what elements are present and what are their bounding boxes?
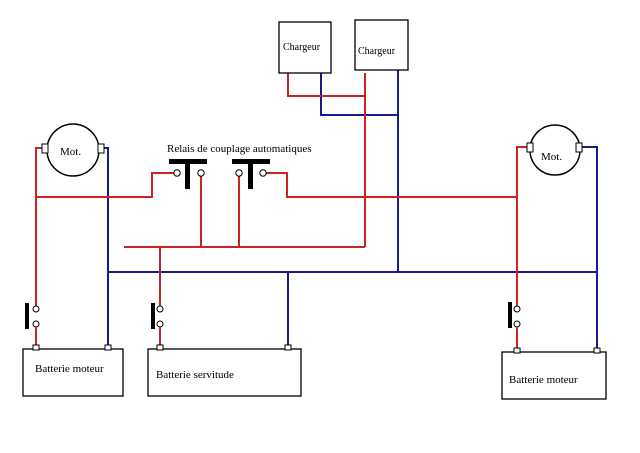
motor-icon [529, 124, 581, 176]
negative-wires [100, 70, 598, 350]
charger-2-label: Chargeur [358, 46, 396, 57]
battery-switch-icon [25, 303, 40, 347]
positive-left-motor [35, 147, 46, 306]
positive-charger-1 [287, 73, 365, 97]
relay-1 [169, 159, 207, 189]
relay-label-group: Relais de couplage automatiques [167, 143, 311, 155]
battery-right: Batterie moteur [501, 347, 607, 400]
battery-switch-icon [508, 302, 521, 350]
battery-right-label: Batterie moteur [509, 374, 578, 386]
relay-label: Relais de couplage automatiques [167, 143, 311, 155]
motor-right-label: Mot. [541, 151, 562, 163]
negative-left-motor [100, 147, 109, 347]
positive-relay-to-right [263, 172, 517, 198]
charger-2: Chargeur [354, 19, 409, 71]
battery-switch-left [25, 303, 40, 347]
battery-switch-right [508, 302, 521, 350]
charger-1-label: Chargeur [283, 42, 321, 53]
motor-left-label: Mot. [60, 146, 81, 158]
motor-left: Mot. [41, 123, 105, 177]
battery-left-label: Batterie moteur [35, 363, 104, 375]
relay-switch-icon [169, 159, 207, 189]
relay-switch-icon [232, 159, 270, 189]
battery-middle-label: Batterie servitude [156, 369, 234, 381]
negative-right-motor [578, 146, 598, 350]
battery-left: Batterie moteur [22, 344, 124, 397]
negative-charger-1 [320, 73, 398, 116]
motor-right: Mot. [526, 124, 583, 176]
charger-1: Chargeur [278, 21, 332, 74]
relay-2 [232, 159, 270, 189]
battery-switch-icon [151, 303, 164, 347]
battery-switch-middle [151, 303, 164, 347]
positive-right-motor [516, 146, 531, 306]
positive-left-to-relay [36, 172, 176, 198]
battery-middle: Batterie servitude [147, 344, 302, 397]
